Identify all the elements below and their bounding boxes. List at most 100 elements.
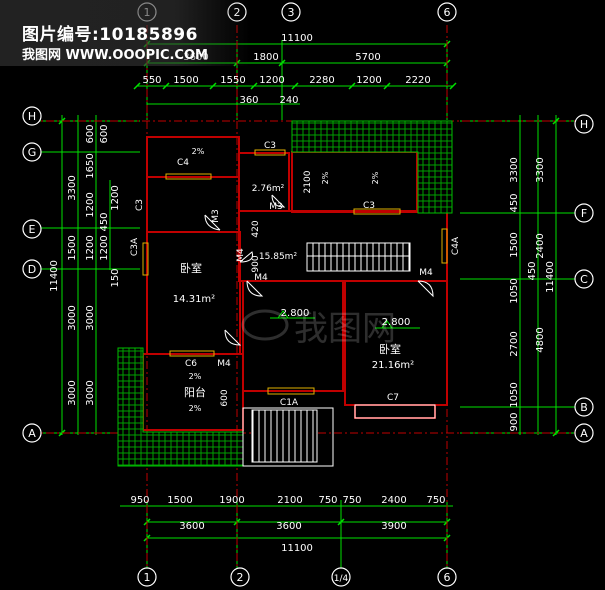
axis-right-h: H [580,118,588,131]
axis-left-d: D [28,263,36,276]
dim-top-r3-2: 1550 [220,75,245,86]
dims-right: 11400 3300 2400 4800 3300 450 1500 1050 … [509,157,556,431]
tag-600: 600 [220,389,230,406]
dim-left-m-5: 3000 [85,380,96,405]
level-markers [270,310,420,329]
dim-left-m-4: 3000 [85,305,96,330]
dim-top-r4-0: 360 [239,95,258,106]
tag-m3-a: M3 [211,209,221,223]
dim-left-o-1: 1500 [67,235,78,260]
dim-bot-r2-1: 3600 [276,521,301,532]
axis-left-e: E [29,223,36,236]
axis-right-b: B [580,401,588,414]
level-mid: 2.800 [281,308,310,319]
dim-left-o-2: 3000 [67,305,78,330]
dim-right-o-2: 4800 [535,327,546,352]
dim-right-m-1: 450 [509,193,520,212]
area-corridor: 15.85m² [259,252,298,262]
dim-left-i-0: 600 [99,124,110,143]
dim-left-i-2: 450 [99,212,110,231]
tag-c3a: C3A [130,237,140,256]
room-name-bedroom-right: 卧室 [379,342,401,356]
axis-bottom-6: 6 [444,571,451,584]
watermark-banner: 图片编号:10185896 我图网 WWW.OOOPIC.COM [0,0,250,66]
dim-left-i-3: 1200 [99,235,110,260]
dim-top-r4-1: 240 [279,95,298,106]
dim-right-o-1: 2400 [535,233,546,258]
tag-900: 900 [251,255,261,272]
dims-bottom: 950 1500 1900 2100 750 750 2400 750 3600… [130,495,445,554]
dim-bot-r1-6: 2400 [381,495,406,506]
windows [142,149,448,419]
dim-left-m-0: 600 [85,124,96,143]
axis-left-h: H [28,110,36,123]
axis-bottom-1-4: 1/4 [334,574,349,584]
dimension-lines [40,40,580,570]
dim-right-m-6: 900 [509,412,520,431]
dim-bot-r1-0: 950 [130,495,149,506]
dim-bot-total: 11100 [281,543,313,554]
dim-bot-r1-2: 1900 [219,495,244,506]
dim-bot-r1-7: 750 [426,495,445,506]
dim-right-total: 11400 [545,261,556,293]
level-right: 2.800 [382,317,411,328]
dim-right-m-4: 2700 [509,331,520,356]
dim-bot-r1-3: 2100 [277,495,302,506]
dim-top-r3-1: 1500 [173,75,198,86]
dim-right-m-0: 3300 [509,157,520,182]
tag-m4-d: M4 [217,359,231,369]
axis-left-a: A [28,427,36,440]
room-area-bedroom-left: 14.31m² [173,294,215,305]
dims-left: 11400 3300 1500 3000 3000 600 1650 1200 … [49,124,121,405]
dim-top-r3-5: 1200 [356,75,381,86]
axis-bottom-2: 2 [237,571,244,584]
dim-top-r2-1: 1800 [253,52,278,63]
tag-m3-b: M3 [269,202,283,212]
tag-420: 420 [251,220,261,237]
tag-m4-a: M4 [236,248,246,262]
dim-left-i-1: 1200 [110,185,121,210]
dim-top-r3-6: 2220 [405,75,430,86]
tag-c4: C4 [177,158,189,168]
dim-top-r2-2: 5700 [355,52,380,63]
tag-c3-mid: C3 [363,201,375,211]
axis-right-f: F [581,207,587,220]
axis-right-a: A [580,427,588,440]
axis-top-3: 3 [288,6,295,19]
axis-labels: 1 2 3 6 1 2 1/4 6 H G E D A H F C B A [28,6,589,584]
slope-5: 2% [189,404,202,413]
tag-m4-b: M4 [254,273,268,283]
opening-tags: C4 C3 C3 C3 C3A C4A C6 C7 C1A M3 M3 M4 M… [130,141,461,408]
dim-top-r3-0: 550 [142,75,161,86]
tag-m4-c: M4 [419,268,433,278]
dim-left-o-3: 3000 [67,380,78,405]
slope-4: 2% [189,372,202,381]
room-area-bedroom-right: 21.16m² [372,360,414,371]
tag-c7: C7 [387,393,399,403]
axis-right-c: C [580,273,588,286]
dim-bot-r2-0: 3600 [179,521,204,532]
room-labels: 卧室 14.31m² 卧室 21.16m² 阳台 2.76m² 15.85m² … [173,147,414,413]
dim-left-m-1: 1650 [85,153,96,178]
dim-right-m-2: 1500 [509,232,520,257]
tag-c6: C6 [185,359,197,369]
dim-left-m-2: 1200 [85,192,96,217]
dim-left-o-0: 3300 [67,175,78,200]
dim-left-total: 11400 [49,260,60,292]
axis-left-g: G [28,146,37,159]
slope-1: 2% [192,147,205,156]
dim-left-i-4: 150 [110,268,121,287]
tag-c3-left: C3 [135,199,145,211]
dim-bot-r2-2: 3900 [381,521,406,532]
staircase [251,242,411,463]
door-swings [204,194,434,346]
slope-2: 2% [371,171,380,184]
dim-right-m-5: 1050 [509,382,520,407]
tag-c1a: C1A [280,398,299,408]
dim-bot-r1-1: 1500 [167,495,192,506]
area-bath: 2.76m² [252,184,285,194]
room-name-balcony: 阳台 [184,385,206,399]
tag-c4a: C4A [451,236,461,255]
dim-left-m-3: 1200 [85,235,96,260]
